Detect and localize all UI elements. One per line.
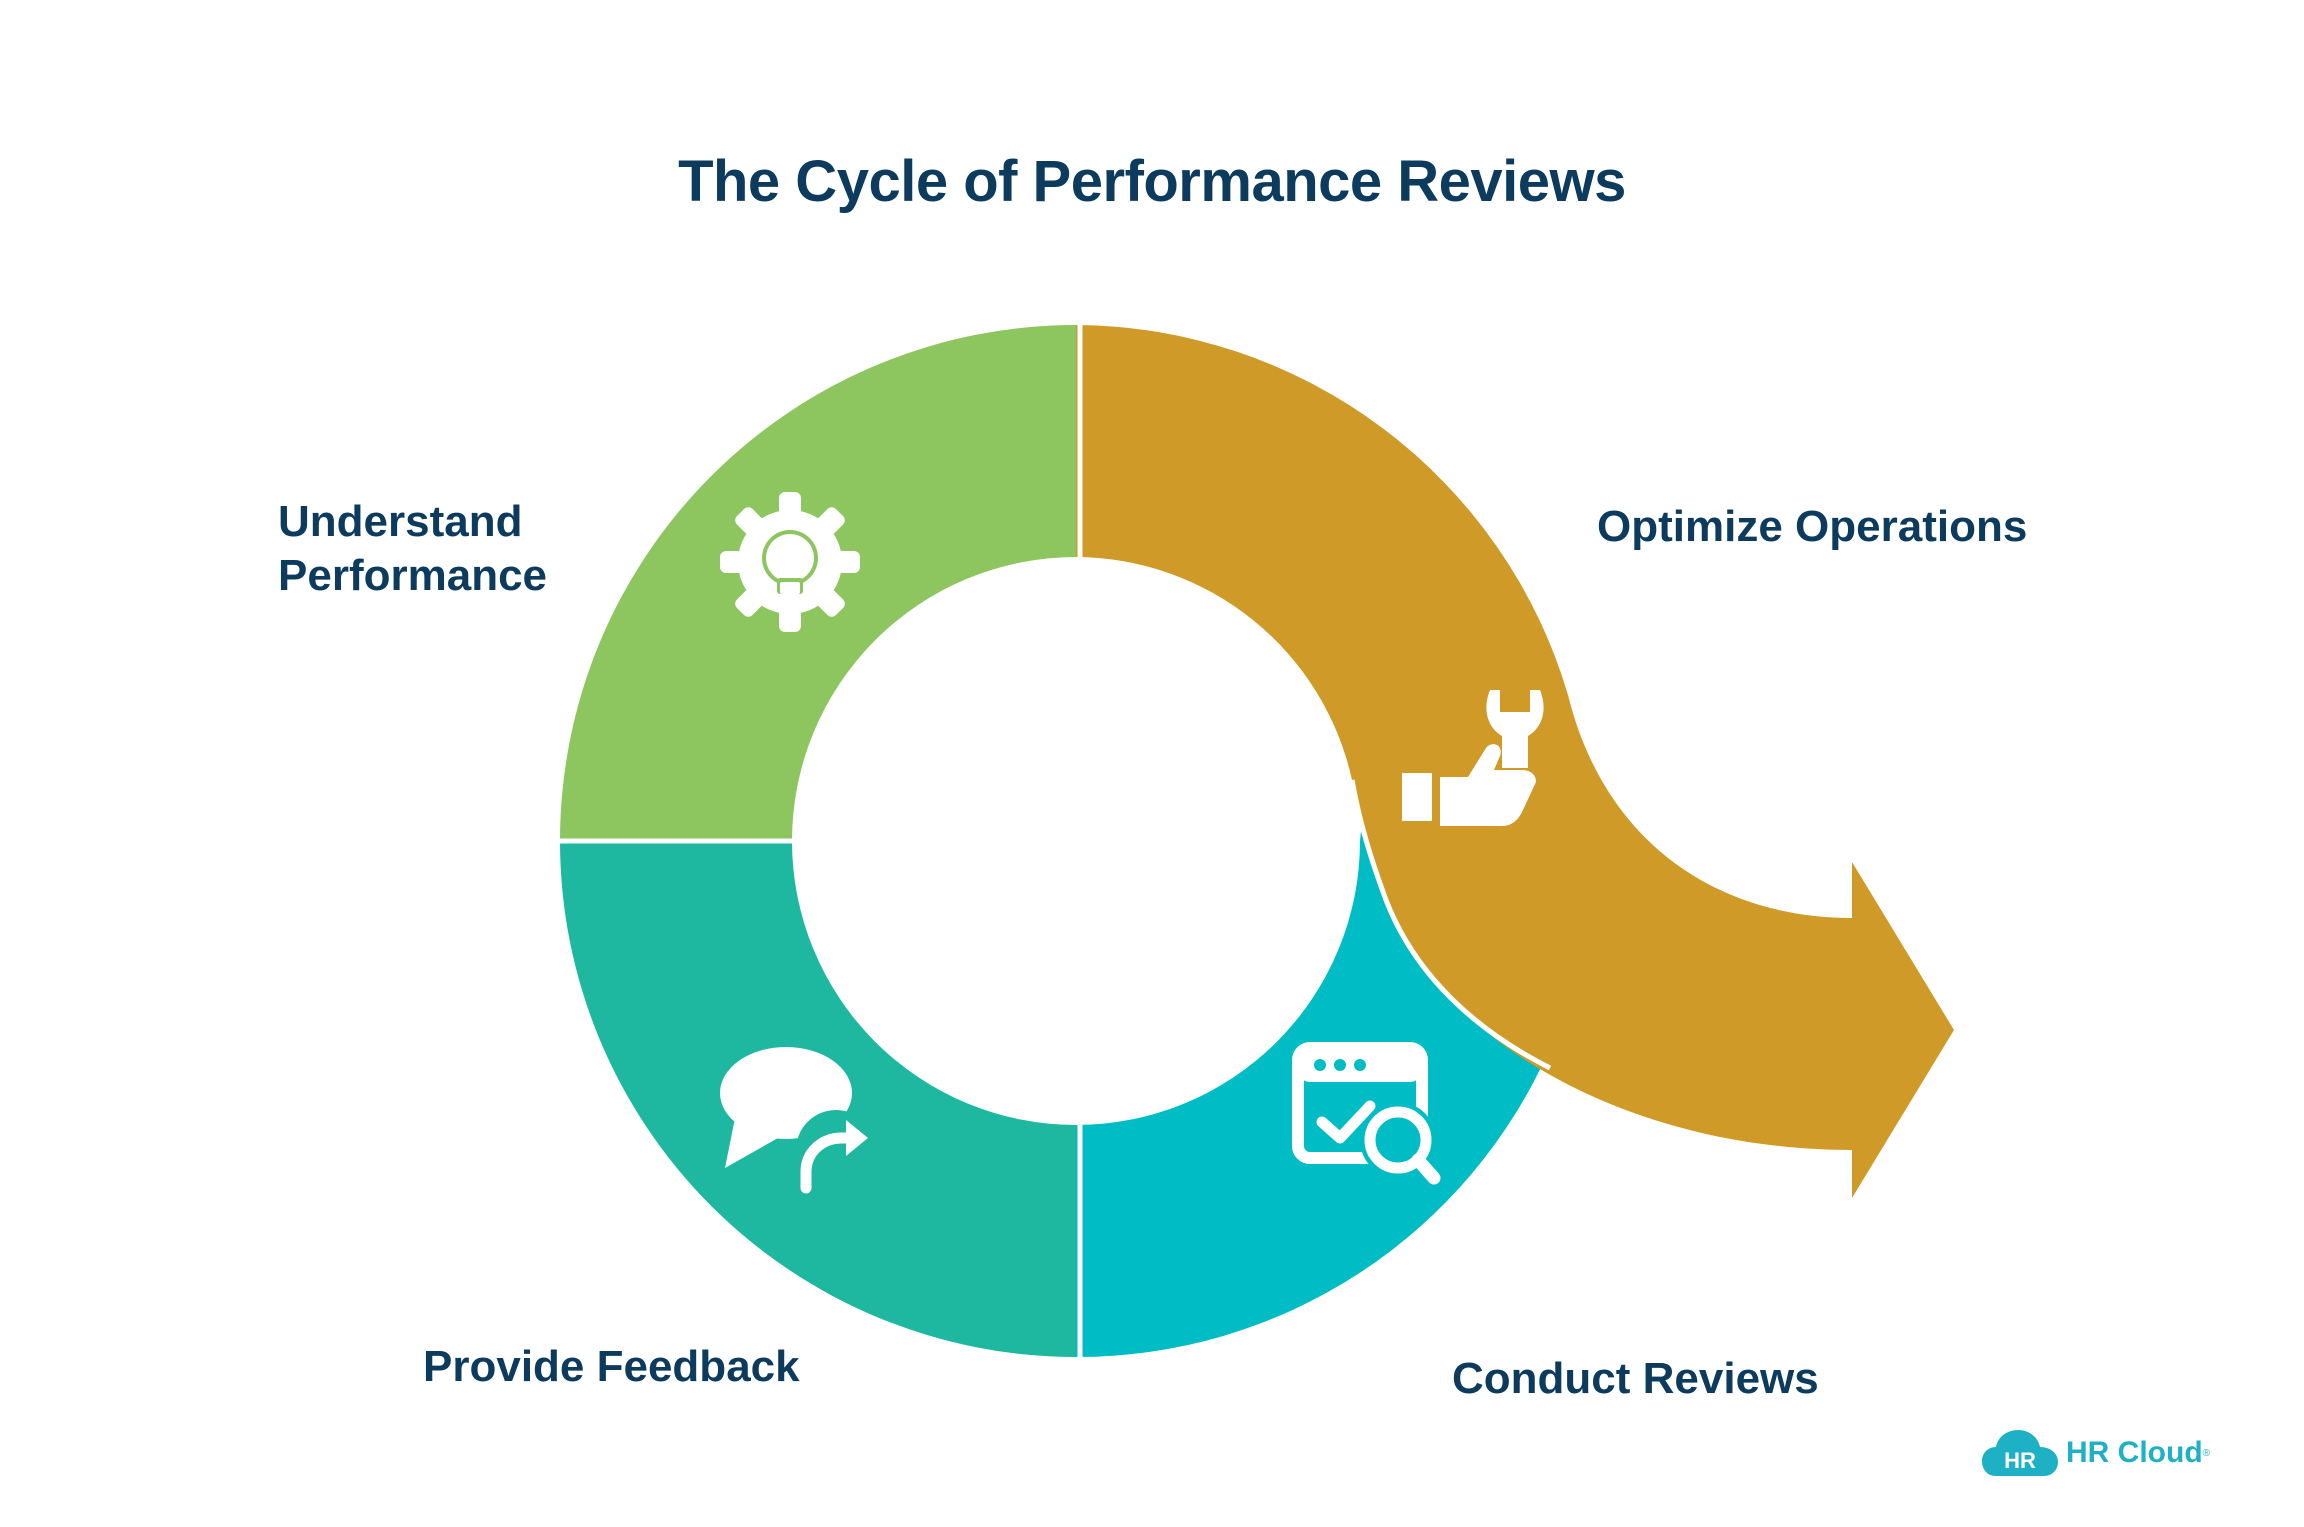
- label-optimize-operations: Optimize Operations: [1597, 502, 2028, 551]
- chat-bubble-reply-icon: [720, 1047, 876, 1194]
- diagram-title: The Cycle of Performance Reviews: [678, 149, 1626, 214]
- hr-cloud-logo: HR HR Cloud®: [1982, 1428, 2210, 1478]
- label-conduct-reviews: Conduct Reviews: [1452, 1354, 1819, 1403]
- cloud-logo-icon: HR: [1982, 1430, 2058, 1476]
- logo-text: HR Cloud: [2066, 1436, 2203, 1469]
- gear-lightbulb-icon: [720, 492, 860, 632]
- logo-mark: HR: [2004, 1448, 2036, 1473]
- hand-wrench-icon: [1402, 690, 1544, 826]
- label-provide-feedback: Provide Feedback: [423, 1342, 800, 1391]
- label-understand-performance: Understand Performance: [278, 497, 548, 600]
- checklist-search-icon: [1292, 1042, 1441, 1185]
- logo-registered-mark: ®: [2202, 1447, 2211, 1459]
